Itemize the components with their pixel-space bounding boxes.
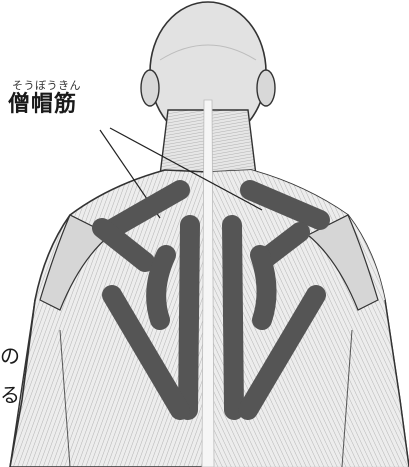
muscle-name-label: 僧帽筋 xyxy=(8,94,77,116)
muscle-ruby-label: そうぼうきん xyxy=(12,80,81,91)
tape-strip xyxy=(260,255,267,320)
text-fragment: の xyxy=(0,346,20,366)
tape-strip xyxy=(232,225,234,410)
spine xyxy=(202,100,214,467)
text-fragment: る xyxy=(0,385,20,405)
tape-strip xyxy=(188,225,190,410)
tape-strip xyxy=(156,255,166,320)
